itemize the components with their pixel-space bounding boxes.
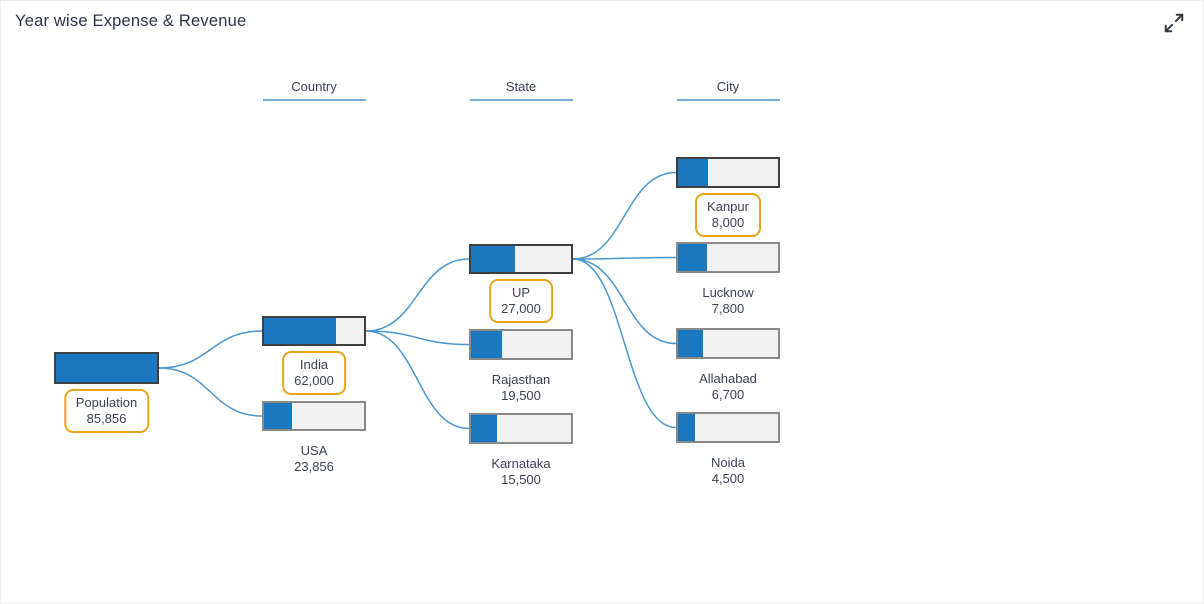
node-value: 8,000	[711, 215, 745, 230]
node-name: Karnataka	[491, 456, 551, 471]
link-up-allahabad	[572, 258, 677, 345]
link-up-lucknow	[572, 256, 677, 260]
node-bar-rajasthan[interactable]	[469, 329, 573, 360]
column-header-state: State	[469, 79, 573, 101]
node-value: 85,856	[86, 411, 127, 426]
node-bar-fill	[678, 330, 703, 357]
node-bar-lucknow[interactable]	[676, 242, 780, 273]
node-bar-noida[interactable]	[676, 412, 780, 443]
node-bar-karnataka[interactable]	[469, 413, 573, 444]
link-population-usa	[158, 367, 263, 417]
node-bar-up[interactable]	[469, 244, 573, 274]
node-bar-fill	[678, 244, 707, 271]
link-up-noida	[572, 258, 677, 429]
node-name: India	[299, 357, 329, 372]
node-name: Lucknow	[702, 285, 754, 300]
node-bar-population[interactable]	[54, 352, 159, 384]
node-value: 62,000	[294, 373, 334, 388]
node-value: 23,856	[294, 459, 334, 474]
node-value: 7,800	[711, 301, 745, 316]
node-bar-usa[interactable]	[262, 401, 366, 431]
column-header-country: Country	[262, 79, 366, 101]
node-bar-allahabad[interactable]	[676, 328, 780, 359]
node-bar-fill	[56, 354, 157, 382]
node-name: Population	[75, 395, 138, 410]
node-bar-fill	[678, 159, 708, 186]
link-population-india	[158, 330, 263, 369]
link-india-up	[365, 258, 470, 332]
node-bar-fill	[471, 246, 515, 272]
node-bar-fill	[264, 403, 292, 429]
node-bar-fill	[264, 318, 336, 344]
node-name: Allahabad	[699, 371, 757, 386]
node-value: 19,500	[501, 388, 541, 403]
node-name: Noida	[711, 455, 745, 470]
node-name: Rajasthan	[491, 372, 551, 387]
node-name: UP	[511, 285, 531, 300]
node-bar-fill	[678, 414, 695, 441]
node-bar-fill	[471, 331, 502, 358]
node-value: 15,500	[501, 472, 541, 487]
node-value: 6,700	[711, 387, 745, 402]
node-name: USA	[300, 443, 328, 458]
node-bar-fill	[471, 415, 497, 442]
expand-arrows-icon	[1163, 12, 1187, 34]
node-bar-kanpur[interactable]	[676, 157, 780, 188]
link-india-rajasthan	[365, 330, 470, 346]
node-bar-india[interactable]	[262, 316, 366, 346]
expand-button[interactable]	[1163, 11, 1187, 35]
chart-title: Year wise Expense & Revenue	[15, 12, 247, 30]
node-value: 4,500	[711, 471, 745, 486]
node-name: Kanpur	[707, 199, 749, 214]
link-india-karnataka	[365, 330, 470, 430]
column-header-city: City	[676, 79, 780, 101]
link-up-kanpur	[572, 171, 677, 260]
node-value: 27,000	[501, 301, 541, 316]
